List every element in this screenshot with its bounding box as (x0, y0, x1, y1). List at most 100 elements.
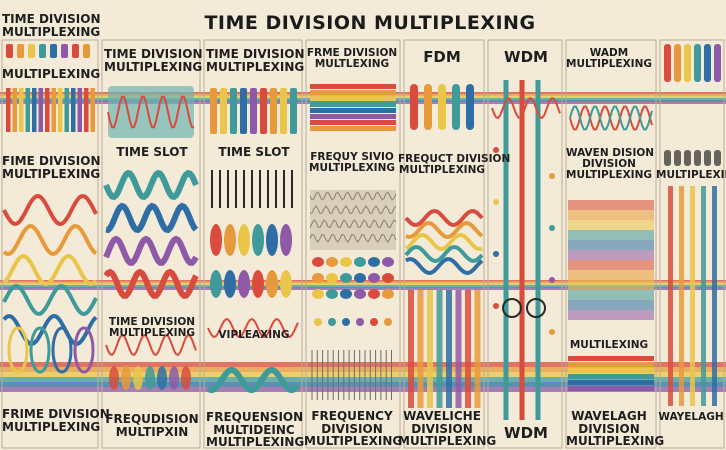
signal-bar (84, 88, 89, 132)
col5-mid-line2: MULTIPLEXING (399, 164, 485, 177)
frequency-blob (354, 273, 366, 283)
frequency-blob (326, 273, 338, 283)
wavelength-chip (674, 44, 681, 82)
signal-bar (51, 88, 56, 132)
rainbow-band (0, 288, 726, 290)
col3-bottom-label: FREQUENSION MULTIDEINC MULTIPLEXING (206, 411, 304, 449)
light-wave (491, 96, 561, 120)
noise-wave (309, 191, 397, 201)
col5-bottom-label: WAVELICHE DIVISION MULTIPLEXING (398, 409, 496, 448)
signal-bar (12, 88, 17, 132)
wavelength-band (568, 356, 654, 361)
slot-chip (39, 44, 46, 58)
pulse-shape (109, 366, 119, 390)
col1-bottom-label: FRIME DIVISION MULTIPLEXING (2, 407, 110, 434)
frequency-channel (438, 84, 446, 130)
wavelength-band (568, 290, 654, 300)
col7-mid-line2: DIVISION (582, 158, 636, 171)
col2-top-line2: MULTIPLEXING (104, 59, 203, 74)
rainbow-band (0, 382, 726, 387)
signal-bar (90, 88, 95, 132)
frequency-channel (446, 290, 452, 408)
col2-low-line1: TIME DIVISION (108, 316, 196, 328)
col7-bottom-line1: WAVELAGH (571, 409, 647, 423)
wavelength-band (568, 270, 654, 280)
wavelength-channel (690, 186, 695, 406)
wavelength-band (568, 310, 654, 320)
light-dot (549, 173, 555, 179)
connector (704, 150, 711, 166)
col1-bottom-line1: FRIME DIVISION (2, 407, 110, 421)
signal-panel (108, 86, 194, 138)
col1-bottom-line2: MULTIPLEXING (2, 419, 101, 434)
frequency-wave (404, 232, 483, 252)
slot-chip (61, 44, 68, 58)
col4-mid-line2: MULTIPLEXING (309, 162, 395, 175)
col7-low-label: MULTILEXING (569, 339, 649, 351)
frequency-band (310, 114, 396, 119)
frequency-band (310, 126, 396, 131)
wavelength-band (568, 250, 654, 260)
signal-bar (6, 88, 11, 132)
time-slot (280, 88, 287, 134)
pulse-shape (280, 270, 292, 298)
noise-wave (309, 219, 397, 229)
col5-mid-label: FREQUCT DIVISION MULTIPLEXING (398, 153, 510, 177)
col5-bottom-line1: WAVELICHE (403, 409, 481, 423)
wavelength-band (568, 230, 654, 240)
light-dot (549, 277, 555, 283)
column-frame (659, 39, 725, 449)
col4-top-label: FRME DIVISION MULTLEXING (304, 47, 400, 70)
frequency-dot (370, 318, 378, 326)
time-slot (260, 88, 267, 134)
pulse-shape (133, 366, 143, 390)
frequency-blob (340, 273, 352, 283)
frequency-blob (340, 289, 352, 299)
lens-shape (29, 326, 51, 374)
column-frame (565, 39, 657, 449)
signal-wave (105, 202, 199, 234)
frequency-channel (465, 290, 471, 408)
col1-top-label-2: MULTIPLEXING (2, 67, 101, 81)
wavelength-channel (668, 186, 673, 406)
pulse-shape (157, 366, 167, 390)
frequency-blob (382, 273, 394, 283)
column-frame (101, 39, 201, 449)
frequency-blob (312, 257, 324, 267)
time-slot (250, 88, 257, 134)
col3-mid-label: TIME SLOT (218, 145, 290, 159)
rainbow-band (0, 286, 726, 289)
frequency-dot (314, 318, 322, 326)
light-dot (493, 251, 499, 257)
rainbow-band (0, 283, 726, 285)
signal-wave (103, 235, 199, 266)
lens-shape (73, 326, 95, 374)
slot-chip (6, 44, 13, 58)
col7-bottom-line2: DIVISION (578, 421, 640, 436)
pulse-shape (238, 224, 250, 256)
signal-bar (71, 88, 76, 132)
col4-mid-line1: FREQUY SIVIO (310, 151, 394, 163)
column-frame (487, 39, 563, 449)
rainbow-band (0, 367, 726, 372)
rainbow-band (0, 377, 726, 382)
frequency-blob (368, 289, 380, 299)
lens-shape (7, 326, 29, 374)
col8-bottom-label: WAYELAGH (658, 411, 724, 423)
col4-bottom-line2: DIVISION (321, 421, 383, 436)
connector (674, 150, 681, 166)
time-slot (230, 88, 237, 134)
signal-wave (2, 283, 98, 317)
col1-mid-line1: FIME DIVISION (2, 154, 101, 168)
wavelength-channel (679, 186, 684, 406)
column-frame (305, 39, 401, 449)
frequency-blob (354, 257, 366, 267)
frequency-wave (404, 256, 484, 276)
wavelength-channel (712, 186, 717, 406)
signal-bar (45, 88, 50, 132)
noise-wave (309, 233, 397, 243)
column-frame (403, 39, 485, 449)
pulse-shape (252, 270, 264, 298)
frequency-wave (405, 220, 484, 240)
